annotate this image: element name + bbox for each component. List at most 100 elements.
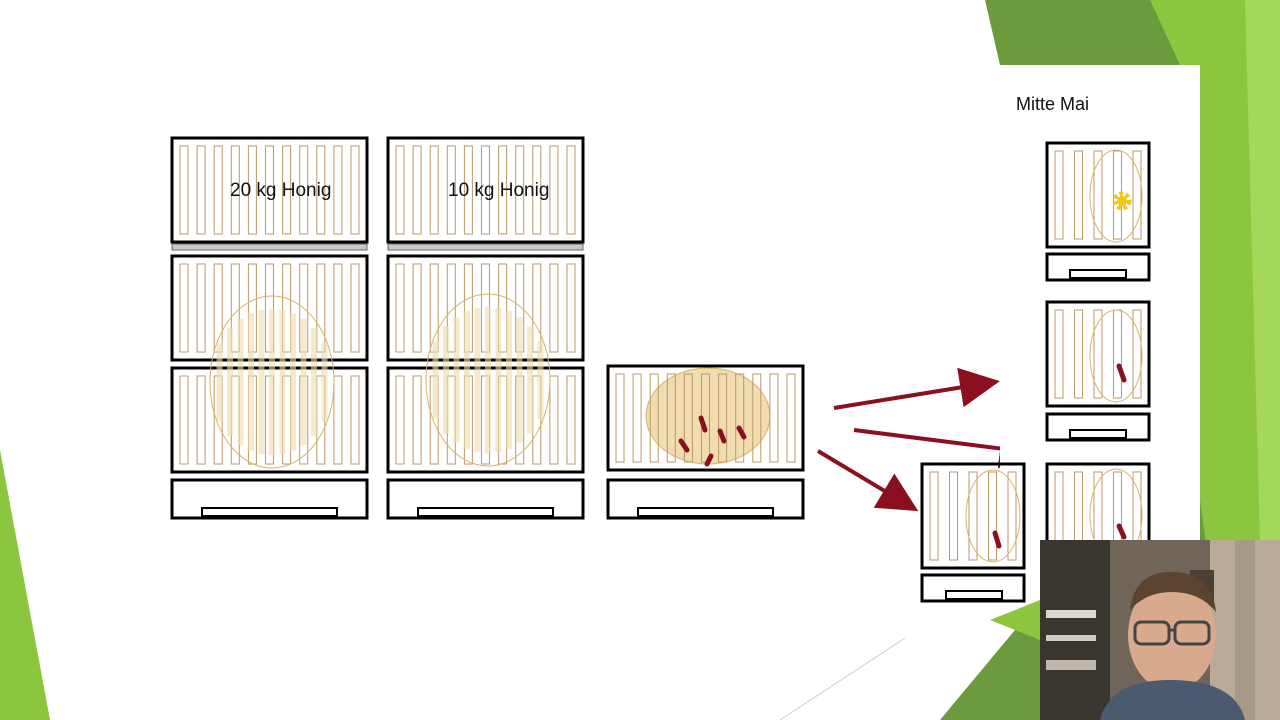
brood-fill-group (432, 306, 544, 454)
brood-shade (300, 319, 307, 445)
brood-shade (453, 317, 460, 443)
frames-group (615, 373, 796, 463)
comb-frame (412, 263, 422, 353)
nuc-hive-with-queen (1045, 141, 1151, 282)
honey-label-10kg: 10 kg Honig (448, 180, 550, 201)
comb-frame (968, 471, 978, 561)
brood-nest-outline (1089, 149, 1143, 243)
hive-entrance (417, 507, 554, 517)
frames-group (1054, 150, 1142, 240)
comb-frame (1007, 471, 1017, 561)
comb-frame (1074, 150, 1083, 240)
comb-frame (532, 263, 542, 353)
brood-shade (527, 326, 533, 434)
comb-frame (429, 263, 439, 353)
comb-frame (566, 145, 576, 235)
comb-frame (446, 263, 456, 353)
comb-frame (395, 263, 405, 353)
comb-frame (549, 375, 559, 465)
green-decoration-left (0, 450, 50, 720)
comb-frame (316, 263, 326, 353)
brood-shade (485, 306, 491, 454)
brood-shade (269, 308, 275, 456)
comb-frame (179, 375, 189, 465)
bee-mark-icon (1116, 523, 1127, 540)
brood-shade (516, 317, 523, 443)
comb-frame (412, 145, 422, 235)
comb-frame (179, 145, 189, 235)
arrow-to-middle-right-hive (833, 367, 1000, 410)
nuc-hive-bottom-center (920, 462, 1026, 603)
frames-group (929, 471, 1017, 561)
hive-floor (386, 478, 585, 520)
hive-stack-honey-20kg (170, 136, 369, 520)
comb-frame (1093, 309, 1103, 399)
bee-mark-icon (1116, 363, 1127, 383)
date-heading: Mitte Mai (1016, 94, 1090, 114)
bee-mark-icon (704, 453, 714, 467)
honey-label-20kg: 20 kg Honig (230, 180, 332, 201)
nuc-floor (1045, 412, 1151, 442)
nuc-box (920, 462, 1026, 570)
nuc-entrance (1069, 429, 1127, 439)
brood-shade (506, 311, 512, 449)
thin-decoration-line (779, 637, 906, 720)
comb-frame (316, 145, 326, 235)
comb-frame (718, 373, 728, 463)
comb-frame (1093, 150, 1103, 240)
comb-frame (549, 145, 559, 235)
brood-fill-group (216, 308, 328, 456)
brood-shade (290, 313, 296, 451)
bees-group (678, 415, 747, 467)
presenter-webcam (1040, 540, 1280, 720)
comb-frame (532, 145, 542, 235)
brood-nest-outline (1089, 309, 1143, 403)
comb-frame (786, 373, 796, 463)
comb-frame (395, 145, 405, 235)
comb-frame (769, 373, 779, 463)
comb-frame (429, 145, 439, 235)
hive-stack-honey-10kg (386, 136, 585, 520)
brood-nest-outline (965, 469, 1021, 563)
comb-frame (196, 375, 206, 465)
hive-entrance (201, 507, 338, 517)
comb-frame (299, 145, 309, 235)
comb-frame (196, 145, 206, 235)
comb-frame (666, 373, 676, 463)
comb-frame (1132, 150, 1142, 240)
comb-frame (549, 263, 559, 353)
comb-frame (179, 263, 189, 353)
comb-frame (1054, 150, 1064, 240)
comb-frame (463, 145, 473, 235)
comb-frame (566, 263, 576, 353)
brood-nest-outline (209, 295, 335, 469)
queen-excluder (171, 243, 368, 251)
nuc-floor (920, 573, 1026, 603)
comb-frame (395, 375, 405, 465)
comb-frame (230, 145, 240, 235)
split-arrows (816, 367, 1040, 512)
comb-frame (515, 145, 525, 235)
queen-flower-icon (1112, 191, 1132, 211)
arrow-to-bottom-center-hive (816, 449, 919, 512)
comb-frame (615, 373, 625, 463)
honey-super-box (170, 136, 369, 244)
comb-frame (481, 145, 490, 235)
comb-frame (735, 373, 745, 463)
comb-frame (446, 145, 456, 235)
hive-floor (606, 478, 805, 520)
brood-shade (464, 311, 470, 449)
comb-frame (213, 145, 223, 235)
nuc-entrance (1069, 269, 1127, 279)
nuc-box (1045, 141, 1151, 249)
bee-mark-icon (736, 425, 747, 440)
comb-frame (1132, 309, 1142, 399)
comb-frame (350, 145, 360, 235)
brood-shade (432, 341, 439, 419)
brood-shade (321, 343, 328, 421)
frames-group (179, 145, 360, 465)
brood-shade (216, 343, 223, 421)
brood-nest-outline (425, 293, 551, 467)
queen-excluder (387, 243, 584, 251)
brood-shade (495, 308, 502, 453)
